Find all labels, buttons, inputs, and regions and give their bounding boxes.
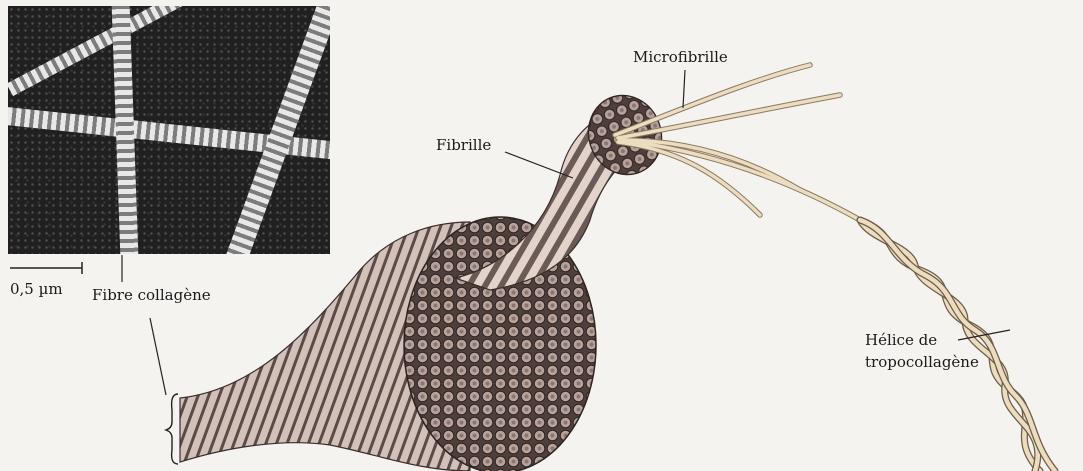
helix-label-line2: tropocollagène [865, 353, 979, 371]
microfibril-leader [683, 70, 685, 108]
collagen-fiber-leader [150, 318, 166, 395]
collagen-fiber-label: Fibre collagène [92, 286, 211, 304]
helix-label-line1: Hélice de [865, 331, 937, 349]
fibril-label: Fibrille [436, 136, 491, 154]
fiber-brace [166, 394, 178, 464]
microfibril-label: Microfibrille [633, 48, 728, 66]
scale-label: 0,5 µm [10, 280, 63, 298]
